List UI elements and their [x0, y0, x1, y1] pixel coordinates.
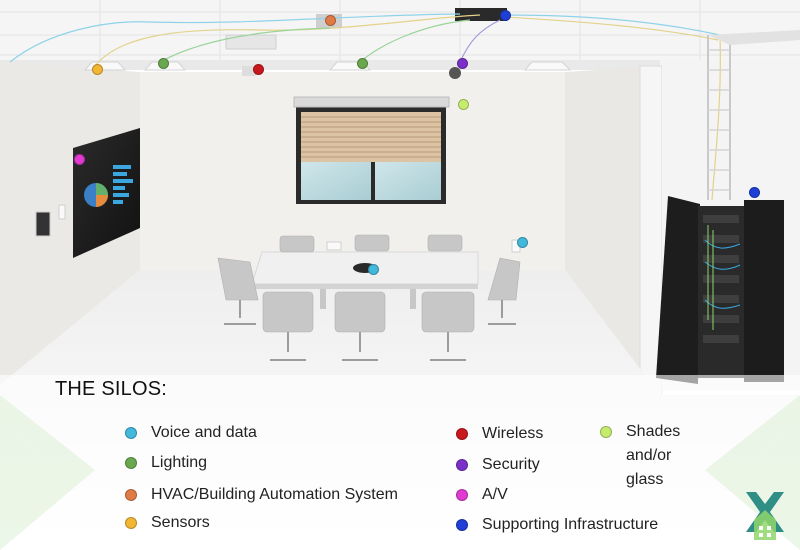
legend-title: THE SILOS: [55, 378, 168, 400]
voice-marker-2 [368, 264, 379, 275]
lighting-swatch [125, 456, 137, 469]
legend-label-security: Security [482, 456, 540, 473]
light-switch [58, 204, 66, 220]
av-marker [74, 154, 85, 165]
security-camera [449, 67, 461, 79]
wireless-marker [253, 64, 264, 75]
legend-label-voice: Voice and data [151, 424, 257, 441]
server-racks [656, 196, 784, 384]
legend-label-av: A/V [482, 486, 508, 503]
legend-item-security: Security [456, 455, 540, 474]
ceiling-switch [455, 8, 507, 21]
infrastructure-swatch [456, 518, 468, 531]
legend-item-wireless: Wireless [456, 424, 543, 443]
infrastructure-marker-2 [749, 187, 760, 198]
chairs [217, 234, 521, 361]
hvac-marker [325, 15, 336, 26]
wireless-ap [242, 66, 256, 76]
hvac-swatch [125, 488, 137, 501]
legend-item-infrastructure: Supporting Infrastructure [456, 515, 658, 534]
ceiling-grid [0, 0, 800, 70]
legend-item-hvac: HVAC/Building Automation System [125, 485, 398, 504]
sensors-marker [92, 64, 103, 75]
legend-label-sensors: Sensors [151, 514, 210, 531]
legend-label-infrastructure: Supporting Infrastructure [482, 516, 659, 533]
shades-marker [458, 99, 469, 110]
window [293, 96, 450, 204]
room-touch-panel [35, 211, 51, 237]
legend-item-voice: Voice and data [125, 423, 257, 442]
infrastructure-marker [500, 10, 511, 21]
legend-label-hvac: HVAC/Building Automation System [151, 486, 398, 503]
voice-marker [517, 237, 528, 248]
legend-item-av: A/V [456, 485, 508, 504]
shades-swatch [600, 426, 612, 438]
cable-ladder [707, 30, 800, 200]
wall-display [73, 128, 140, 258]
voice-swatch [125, 426, 137, 439]
legend-label-shades: Shades and/or glass [626, 423, 681, 488]
wall-plate [326, 241, 342, 251]
wireless-swatch [456, 427, 468, 440]
sensors-swatch [125, 516, 137, 529]
legend-label-wireless: Wireless [482, 425, 544, 442]
company-logo [746, 492, 784, 540]
ceiling-soffit [0, 60, 660, 70]
legend-item-shades: Shades and/or glass [600, 423, 696, 492]
lighting-marker-2 [357, 58, 368, 69]
ceiling-cables [9, 13, 721, 201]
security-marker [457, 58, 468, 69]
legend-label-lighting: Lighting [151, 454, 208, 471]
legend-item-lighting: Lighting [125, 453, 207, 472]
security-swatch [456, 458, 468, 471]
av-swatch [456, 488, 468, 501]
legend-item-sensors: Sensors [125, 513, 210, 532]
lighting-marker [158, 58, 169, 69]
